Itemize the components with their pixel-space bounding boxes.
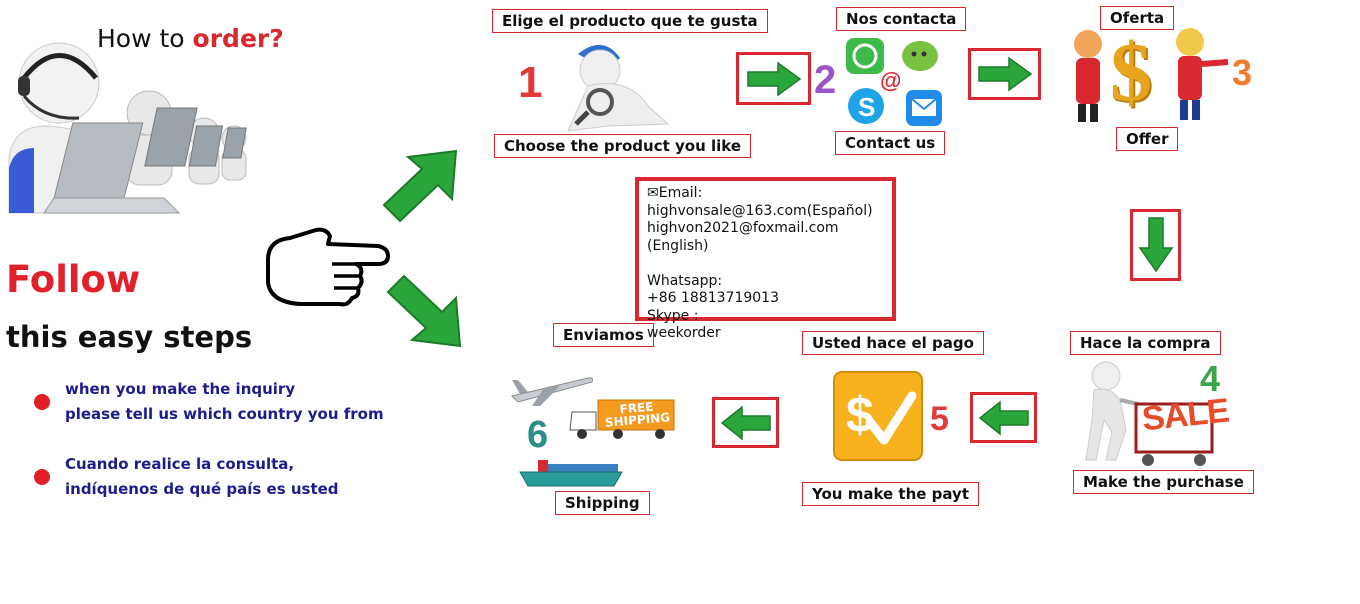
page-title-prefix: How to xyxy=(97,24,193,53)
dollar-sign-icon: $ xyxy=(1110,26,1152,119)
contact-info-box: ✉Email: highvonsale@163.com(Español) hig… xyxy=(635,177,896,341)
page-title: How to order? xyxy=(97,24,284,53)
inquiry-note-es: Cuando realice la consulta, indíquenos d… xyxy=(65,452,339,502)
step2-label-en: Contact us xyxy=(835,131,946,155)
svg-text:S: S xyxy=(858,92,875,122)
step4-label-en: Make the purchase xyxy=(1073,470,1254,494)
skype-title: Skype : xyxy=(647,307,699,324)
cargo-ship-icon xyxy=(518,452,624,492)
free-shipping-text: FREE SHIPPING xyxy=(604,399,671,430)
support-team-illustration xyxy=(4,38,282,214)
step5-label-es: Usted hace el pago xyxy=(802,331,984,355)
svg-text:@: @ xyxy=(880,68,901,93)
whatsapp-number[interactable]: +86 18813719013 xyxy=(647,290,779,306)
step2-number: 2 xyxy=(814,58,837,102)
step2-label-es: Nos contacta xyxy=(836,7,967,31)
skype-id[interactable]: weekorder xyxy=(647,325,721,341)
step4-label-es: Hace la compra xyxy=(1070,331,1221,355)
diagonal-arrow-down-icon xyxy=(382,270,466,352)
step4-number: 4 xyxy=(1200,358,1221,399)
diagonal-arrow-up-icon xyxy=(378,147,462,229)
page-title-highlight: order? xyxy=(192,24,284,53)
step6-label-en: Shipping xyxy=(555,491,650,515)
step5-number: 5 xyxy=(930,400,949,438)
email-spanish[interactable]: highvonsale@163.com(Español) xyxy=(647,202,873,219)
arrow-left-icon xyxy=(712,397,779,448)
note-line: Cuando realice la consulta, xyxy=(65,455,295,473)
inquiry-note-en: when you make the inquiry please tell us… xyxy=(65,377,384,427)
arrow-right-icon xyxy=(736,52,811,105)
email-title: ✉Email: xyxy=(647,185,703,201)
follow-heading: Follow xyxy=(6,258,141,301)
delivery-truck-icon xyxy=(568,398,676,440)
note-line: indíquenos de qué país es usted xyxy=(65,480,339,498)
contact-apps-icons: @ S xyxy=(844,36,944,130)
superhero-offer-illustration xyxy=(1066,26,1234,126)
step6-number: 6 xyxy=(527,414,549,456)
step5-label-en: You make the payt xyxy=(802,482,980,506)
email-english[interactable]: highvon2021@foxmail.com (English) xyxy=(647,220,839,254)
arrow-down-icon xyxy=(1130,209,1181,281)
step3-label-es: Oferta xyxy=(1100,6,1175,30)
step3-number: 3 xyxy=(1232,52,1253,93)
payment-check-icon: $ xyxy=(832,370,924,462)
step6-label-es: Enviamos xyxy=(553,323,654,347)
note-line: please tell us which country you from xyxy=(65,405,384,423)
step1-label-en: Choose the product you like xyxy=(494,134,752,158)
whatsapp-title: Whatsapp: xyxy=(647,272,723,289)
airplane-icon xyxy=(508,368,594,408)
step1-number: 1 xyxy=(518,58,543,107)
svg-text:$: $ xyxy=(846,387,874,443)
shopping-cart-illustration xyxy=(1076,360,1216,468)
searching-figure-illustration xyxy=(548,36,678,134)
easy-steps-heading: this easy steps xyxy=(6,320,253,354)
bullet-dot-2 xyxy=(34,469,50,485)
arrow-left-icon xyxy=(970,392,1037,443)
step1-label-es: Elige el producto que te gusta xyxy=(492,9,768,33)
pointing-hand-icon xyxy=(260,226,392,310)
bullet-dot-1 xyxy=(34,394,50,410)
step3-label-en: Offer xyxy=(1116,127,1179,151)
arrow-right-icon xyxy=(968,48,1041,100)
note-line: when you make the inquiry xyxy=(65,380,296,398)
